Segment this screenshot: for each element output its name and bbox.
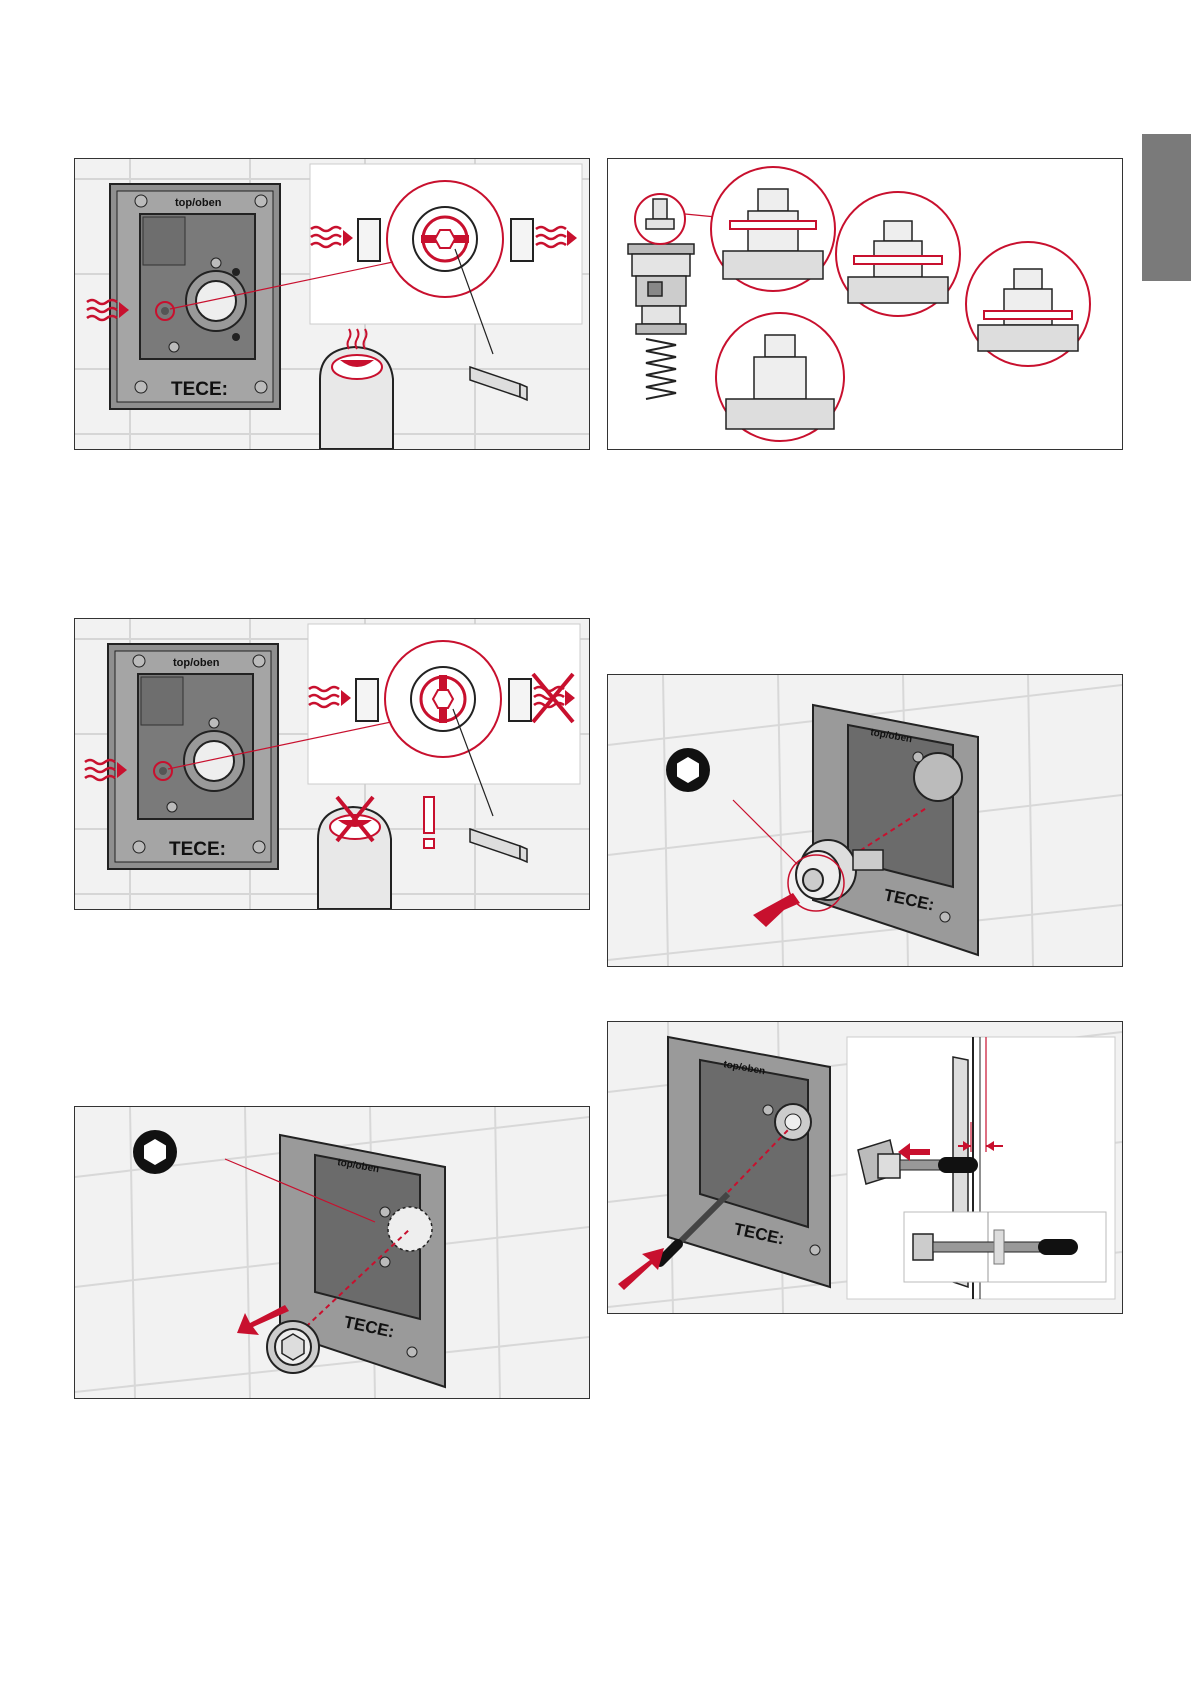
illustration-flow-open: top/oben TECE: [74, 158, 590, 450]
illustration-remove-plug: top/oben TECE: [74, 1106, 590, 1399]
brand-logo: TECE: [171, 379, 228, 400]
detail-zoom-3 [966, 242, 1090, 366]
language-tab [1142, 134, 1191, 281]
hand-icon [320, 329, 393, 449]
plate-label: top/oben [173, 657, 220, 669]
hex-socket-icon [133, 1130, 177, 1174]
detail-zoom-4 [716, 313, 844, 441]
illustration-cartridge-detail [607, 158, 1123, 450]
plug-part [267, 1321, 319, 1373]
illustration-flow-blocked: top/oben TECE: [74, 618, 590, 910]
hex-socket-icon [666, 748, 710, 792]
brand-logo: TECE: [169, 839, 226, 860]
detail-zoom-1 [711, 167, 835, 291]
hex-key-icon [470, 367, 527, 400]
illustration-adjust-spindle: top/oben TECE: [607, 1021, 1123, 1314]
exclamation-icon [424, 797, 434, 848]
detail-zoom-2 [836, 192, 960, 316]
illustration-insert-cartridge: top/oben TECE: [607, 674, 1123, 967]
arrow-icon [753, 893, 800, 927]
arrow-icon [618, 1248, 664, 1290]
plate-label: top/oben [175, 197, 222, 209]
hex-key-icon [470, 829, 527, 862]
